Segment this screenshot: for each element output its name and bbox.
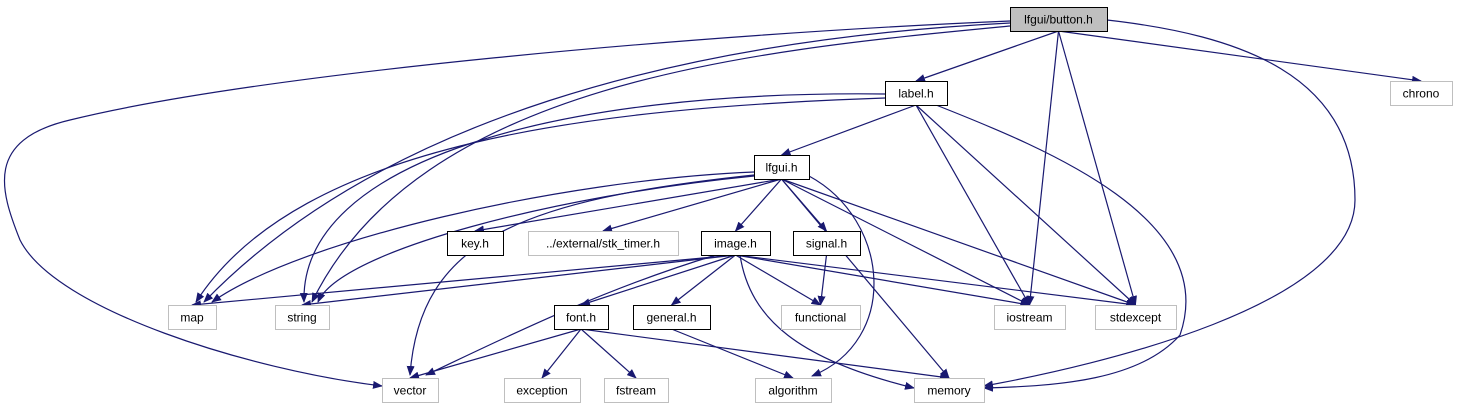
node-label-map: map xyxy=(180,311,204,325)
node-font[interactable]: font.h xyxy=(554,305,609,330)
node-box-memory xyxy=(914,378,985,403)
node-label-memory: memory xyxy=(927,384,970,398)
edge-lfgui-to-algorithm xyxy=(808,175,875,377)
node-chrono: chrono xyxy=(1390,81,1453,106)
node-label-label: label.h xyxy=(898,87,933,101)
edge-label-to-lfgui xyxy=(780,104,917,156)
edge-label-to-map xyxy=(195,97,886,303)
node-box-signal xyxy=(793,231,861,256)
edge-label-to-memory xyxy=(935,104,1187,392)
node-box-iostream xyxy=(994,305,1066,330)
node-label-stk_timer: ../external/stk_timer.h xyxy=(546,237,660,251)
edge-lfgui-to-map xyxy=(211,171,755,303)
edge-image-to-map xyxy=(191,254,736,309)
node-label-stdexcept: stdexcept xyxy=(1110,311,1162,325)
edge-image-to-font xyxy=(580,254,736,307)
node-box-map xyxy=(168,305,217,330)
node-label-signal: signal.h xyxy=(806,237,847,251)
edge-button-to-string xyxy=(311,25,1011,303)
node-label-vector: vector xyxy=(394,384,427,398)
node-label-font: font.h xyxy=(566,311,596,325)
node-label-functional: functional xyxy=(795,311,846,325)
node-label-fstream: fstream xyxy=(616,384,656,398)
edge-general-to-algorithm xyxy=(671,328,794,379)
edge-image-to-memory xyxy=(739,254,915,390)
node-label-image: image.h xyxy=(714,237,757,251)
node-label-button: lfgui/button.h xyxy=(1024,13,1093,27)
node-box-exception xyxy=(504,378,581,403)
node-box-stdexcept xyxy=(1095,305,1177,330)
edge-font-to-exception xyxy=(541,328,582,379)
edge-image-to-iostream xyxy=(735,254,1031,308)
edge-button-to-vector xyxy=(3,20,1011,389)
node-stdexcept: stdexcept xyxy=(1095,305,1177,330)
edge-button-to-label xyxy=(915,30,1059,82)
node-label-algorithm: algorithm xyxy=(768,384,817,398)
node-algorithm: algorithm xyxy=(755,378,832,403)
edge-button-to-stdexcept xyxy=(1057,30,1137,306)
edge-image-to-stdexcept xyxy=(735,254,1137,308)
node-box-lfgui xyxy=(754,155,810,180)
node-label-exception: exception xyxy=(516,384,567,398)
edge-button-to-memory xyxy=(983,19,1356,389)
node-box-vector xyxy=(382,378,439,403)
node-button[interactable]: lfgui/button.h xyxy=(1010,7,1108,32)
node-key[interactable]: key.h xyxy=(447,231,504,256)
edge-button-to-iostream xyxy=(1026,30,1060,306)
node-label-general: general.h xyxy=(646,311,696,325)
edge-lfgui-to-key xyxy=(474,178,782,234)
node-label-string: string xyxy=(287,311,316,325)
edge-lfgui-to-stk_timer xyxy=(602,178,782,233)
node-string: string xyxy=(275,305,330,330)
node-box-button xyxy=(1010,7,1108,32)
edge-lfgui-to-memory xyxy=(781,178,950,379)
node-iostream: iostream xyxy=(994,305,1066,330)
node-box-algorithm xyxy=(755,378,832,403)
edge-signal-to-functional xyxy=(817,254,828,306)
node-functional: functional xyxy=(781,305,861,330)
node-box-image xyxy=(701,231,771,256)
edge-lfgui-to-image xyxy=(734,178,782,232)
node-label-key: key.h xyxy=(461,237,489,251)
edge-label-to-string xyxy=(299,93,886,303)
node-stk_timer: ../external/stk_timer.h xyxy=(528,231,679,256)
node-label[interactable]: label.h xyxy=(885,81,948,106)
edge-font-to-memory xyxy=(580,328,950,381)
node-label-lfgui: lfgui.h xyxy=(765,161,797,175)
node-box-font xyxy=(554,305,609,330)
node-label-chrono: chrono xyxy=(1403,87,1440,101)
node-image[interactable]: image.h xyxy=(701,231,771,256)
edge-font-to-fstream xyxy=(580,328,637,379)
node-box-fstream xyxy=(604,378,669,403)
edge-button-to-map xyxy=(203,22,1011,303)
node-fstream: fstream xyxy=(604,378,669,403)
node-box-stk_timer xyxy=(528,231,679,256)
node-box-string xyxy=(275,305,330,330)
edge-label-to-iostream xyxy=(915,104,1031,306)
nodes-layer: lfgui/button.h label.h chrono lfgui.h key.h.… xyxy=(168,7,1453,403)
edge-button-to-chrono xyxy=(1058,30,1422,84)
node-box-key xyxy=(447,231,504,256)
node-map: map xyxy=(168,305,217,330)
edge-lfgui-to-iostream xyxy=(781,178,1031,306)
node-label-iostream: iostream xyxy=(1006,311,1052,325)
edge-label-to-stdexcept xyxy=(915,104,1137,306)
node-signal[interactable]: signal.h xyxy=(793,231,861,256)
node-exception: exception xyxy=(504,378,581,403)
edges-layer xyxy=(3,19,1422,392)
node-memory: memory xyxy=(914,378,985,403)
node-box-functional xyxy=(781,305,861,330)
edge-image-to-string xyxy=(301,254,736,308)
node-box-chrono xyxy=(1390,81,1453,106)
edge-image-to-functional xyxy=(735,254,822,306)
node-general[interactable]: general.h xyxy=(633,305,711,330)
node-box-label xyxy=(885,81,948,106)
edge-image-to-general xyxy=(670,254,736,306)
node-box-general xyxy=(633,305,711,330)
node-lfgui[interactable]: lfgui.h xyxy=(754,155,810,180)
node-vector: vector xyxy=(382,378,439,403)
edge-font-to-vector xyxy=(409,328,582,380)
